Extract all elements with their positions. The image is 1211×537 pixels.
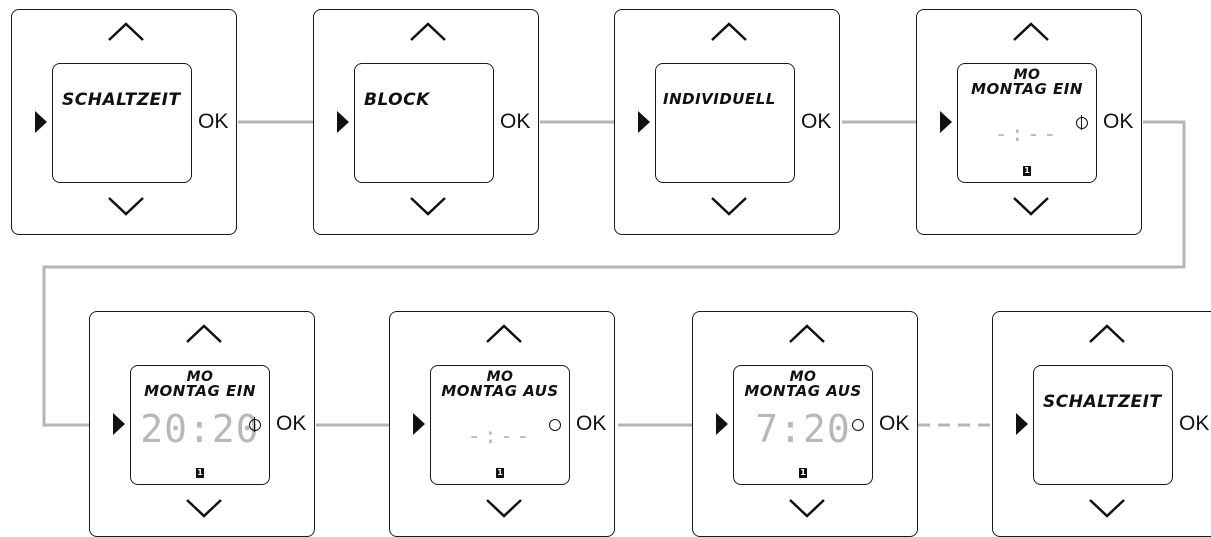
circle-icon bbox=[549, 419, 561, 431]
up-arrow-icon[interactable] bbox=[185, 324, 223, 344]
up-arrow-icon[interactable] bbox=[485, 324, 523, 344]
lcd-time: -:-- bbox=[994, 122, 1060, 147]
device-panel-4: MO MONTAG EIN -:-- 1 OK bbox=[916, 9, 1142, 235]
play-arrow-icon[interactable] bbox=[112, 412, 126, 436]
play-arrow-icon[interactable] bbox=[715, 412, 729, 436]
lcd-screen: MO MONTAG AUS -:-- 1 bbox=[430, 365, 570, 485]
up-arrow-icon[interactable] bbox=[409, 22, 447, 42]
device-panel-3: INDIVIDUELL OK bbox=[614, 9, 840, 235]
lcd-text: INDIVIDUELL bbox=[663, 90, 776, 108]
up-arrow-icon[interactable] bbox=[107, 22, 145, 42]
circle-split-icon bbox=[1076, 115, 1088, 130]
ok-button[interactable]: OK bbox=[276, 412, 307, 435]
ok-button[interactable]: OK bbox=[1179, 412, 1210, 435]
lcd-day-abbrev: MO bbox=[186, 369, 214, 385]
ok-button[interactable]: OK bbox=[801, 110, 832, 133]
ok-button[interactable]: OK bbox=[576, 412, 607, 435]
play-arrow-icon[interactable] bbox=[637, 110, 651, 134]
down-arrow-icon[interactable] bbox=[710, 196, 748, 216]
device-panel-6: MO MONTAG AUS -:-- 1 OK bbox=[389, 311, 615, 537]
lcd-day-state: MONTAG AUS bbox=[441, 382, 559, 400]
lcd-text: BLOCK bbox=[364, 90, 430, 110]
lcd-day-abbrev: MO bbox=[486, 369, 514, 385]
up-arrow-icon[interactable] bbox=[1088, 324, 1126, 344]
lcd-time: -:-- bbox=[467, 424, 533, 449]
ok-button[interactable]: OK bbox=[1103, 110, 1134, 133]
device-panel-5: MO MONTAG EIN 20:20 1 OK bbox=[89, 311, 315, 537]
ok-button[interactable]: OK bbox=[500, 110, 531, 133]
lcd-day-abbrev: MO bbox=[789, 369, 817, 385]
lcd-text: SCHALTZEIT bbox=[62, 90, 181, 110]
down-arrow-icon[interactable] bbox=[1088, 498, 1126, 518]
play-arrow-icon[interactable] bbox=[412, 412, 426, 436]
up-arrow-icon[interactable] bbox=[1012, 22, 1050, 42]
lcd-day-state: MONTAG EIN bbox=[971, 80, 1083, 98]
program-indicator: 1 bbox=[799, 468, 807, 478]
device-panel-8: SCHALTZEIT OK bbox=[992, 311, 1211, 537]
down-arrow-icon[interactable] bbox=[788, 498, 826, 518]
lcd-screen: MO MONTAG EIN -:-- 1 bbox=[957, 63, 1097, 183]
ok-button[interactable]: OK bbox=[198, 110, 229, 133]
lcd-screen: MO MONTAG EIN 20:20 1 bbox=[130, 365, 270, 485]
lcd-day-state: MONTAG EIN bbox=[144, 382, 256, 400]
lcd-text: SCHALTZEIT bbox=[1043, 392, 1162, 412]
lcd-screen: MO MONTAG AUS 7:20 1 bbox=[733, 365, 873, 485]
down-arrow-icon[interactable] bbox=[485, 498, 523, 518]
lcd-day-abbrev: MO bbox=[1013, 67, 1041, 83]
circle-split-icon bbox=[249, 417, 261, 432]
down-arrow-icon[interactable] bbox=[1012, 196, 1050, 216]
up-arrow-icon[interactable] bbox=[788, 324, 826, 344]
play-arrow-icon[interactable] bbox=[1015, 412, 1029, 436]
lcd-day-state: MONTAG AUS bbox=[744, 382, 862, 400]
lcd-screen: INDIVIDUELL bbox=[655, 63, 795, 183]
down-arrow-icon[interactable] bbox=[185, 498, 223, 518]
ok-button[interactable]: OK bbox=[879, 412, 910, 435]
lcd-time: 7:20 bbox=[755, 407, 851, 451]
lcd-time: 20:20 bbox=[140, 407, 260, 451]
down-arrow-icon[interactable] bbox=[107, 196, 145, 216]
device-panel-7: MO MONTAG AUS 7:20 1 OK bbox=[692, 311, 918, 537]
device-panel-2: BLOCK OK bbox=[313, 9, 539, 235]
lcd-screen: SCHALTZEIT bbox=[1033, 365, 1173, 485]
play-arrow-icon[interactable] bbox=[34, 110, 48, 134]
lcd-screen: SCHALTZEIT bbox=[52, 63, 192, 183]
lcd-screen: BLOCK bbox=[354, 63, 494, 183]
program-indicator: 1 bbox=[496, 468, 504, 478]
down-arrow-icon[interactable] bbox=[409, 196, 447, 216]
play-arrow-icon[interactable] bbox=[336, 110, 350, 134]
play-arrow-icon[interactable] bbox=[939, 110, 953, 134]
up-arrow-icon[interactable] bbox=[710, 22, 748, 42]
circle-icon bbox=[852, 419, 864, 431]
device-panel-1: SCHALTZEIT OK bbox=[11, 9, 237, 235]
connector-4-5 bbox=[42, 120, 1186, 427]
program-indicator: 1 bbox=[196, 468, 204, 478]
program-indicator: 1 bbox=[1023, 166, 1031, 176]
